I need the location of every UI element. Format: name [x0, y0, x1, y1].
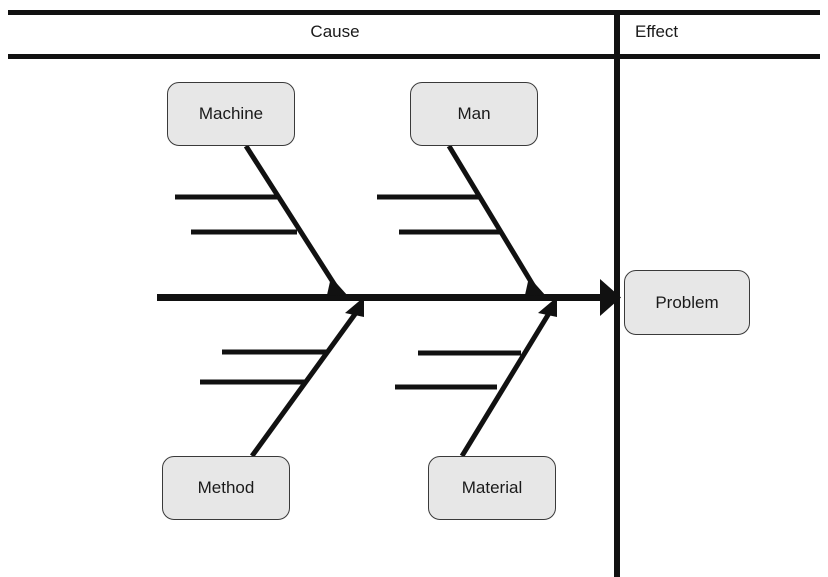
- column-header-cause: Cause: [310, 22, 360, 41]
- branch-line-man: [446, 144, 539, 292]
- branch-arrowhead-machine-icon: [327, 277, 348, 296]
- branch-line-material: [459, 308, 554, 458]
- cause-effect-vertical-divider: [614, 10, 620, 577]
- cause-node-material[interactable]: Material: [428, 456, 556, 520]
- effect-node-problem[interactable]: Problem: [624, 270, 750, 335]
- header-divider-rule: [8, 54, 820, 59]
- spine-line: [157, 294, 603, 301]
- branch-arrowhead-method-icon: [345, 297, 364, 317]
- branch-line-machine: [243, 144, 341, 292]
- branch-arrowhead-man-icon: [525, 277, 546, 296]
- cause-node-machine[interactable]: Machine: [167, 82, 295, 146]
- cause-node-man[interactable]: Man: [410, 82, 538, 146]
- spine-arrowhead-icon: [600, 279, 621, 316]
- top-border-rule: [8, 10, 820, 15]
- branch-arrowhead-material-icon: [538, 297, 557, 317]
- cause-node-method[interactable]: Method: [162, 456, 290, 520]
- column-header-effect: Effect: [635, 22, 679, 41]
